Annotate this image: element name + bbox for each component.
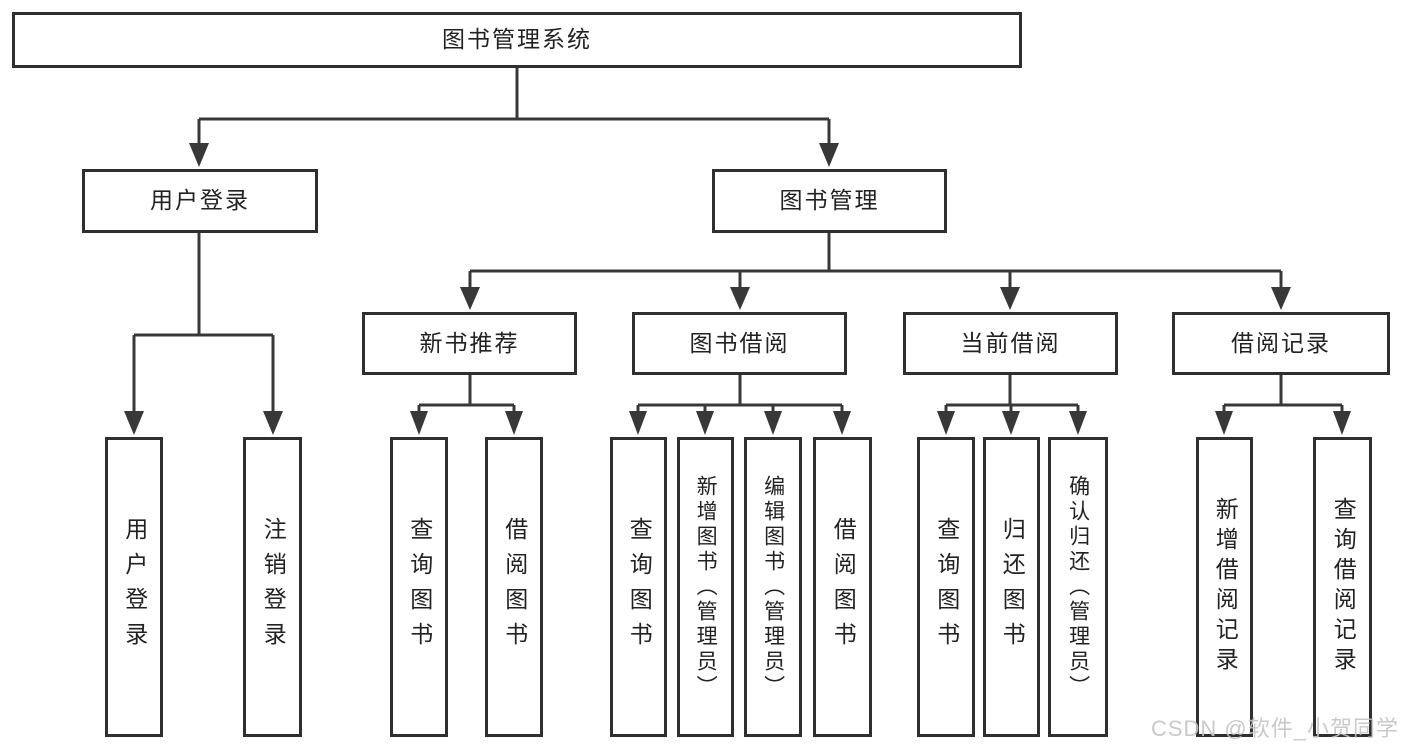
node-new-book-recommend: 新书推荐 — [362, 312, 577, 375]
node-leaf-confirm-return-admin: 确认归还（管理员） — [1048, 437, 1108, 737]
node-borrowing-records: 借阅记录 — [1172, 312, 1390, 375]
arrowheads — [124, 143, 1351, 435]
node-library-system: 图书管理系统 — [12, 12, 1022, 68]
node-leaf-logout: 注销登录 — [243, 437, 302, 737]
node-book-borrowing: 图书借阅 — [632, 312, 847, 375]
node-book-management: 图书管理 — [712, 169, 947, 233]
node-current-borrowing: 当前借阅 — [903, 312, 1118, 375]
node-leaf-query-books-current: 查询图书 — [917, 437, 975, 737]
node-leaf-edit-books-admin: 编辑图书（管理员） — [744, 437, 802, 737]
node-leaf-query-borrow-record: 查询借阅记录 — [1313, 437, 1372, 737]
node-leaf-query-books-recommend: 查询图书 — [390, 437, 448, 737]
node-leaf-add-books-admin: 新增图书（管理员） — [677, 437, 734, 737]
csdn-watermark: CSDN @软件_小贺同学 — [1150, 716, 1399, 741]
node-leaf-query-books-borrow: 查询图书 — [610, 437, 667, 737]
node-leaf-return-books: 归还图书 — [983, 437, 1040, 737]
node-leaf-add-borrow-record: 新增借阅记录 — [1196, 437, 1253, 737]
node-leaf-borrow-books: 借阅图书 — [813, 437, 872, 737]
node-leaf-user-login: 用户登录 — [105, 437, 163, 737]
node-leaf-borrow-books-recommend: 借阅图书 — [485, 437, 543, 737]
node-user-login: 用户登录 — [82, 169, 318, 233]
